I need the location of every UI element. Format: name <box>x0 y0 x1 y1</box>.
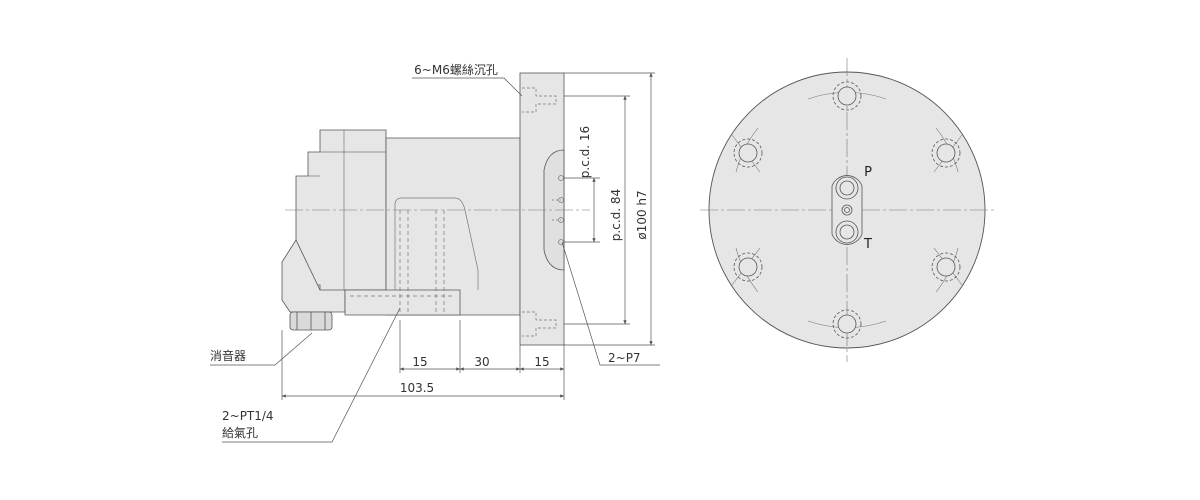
label-air-inlet-line2: 給氣孔 <box>222 426 258 440</box>
label-pin-holes: 2~P7 <box>608 351 641 365</box>
bolt-holes <box>733 81 961 339</box>
inlet-block <box>344 289 461 316</box>
port-t-label: T <box>863 237 872 252</box>
leader-air-inlet <box>222 307 401 443</box>
port-p-label: P <box>864 165 872 180</box>
bolt-hole-lower-left <box>733 252 763 282</box>
bolt-hole-upper-left <box>733 138 763 168</box>
leader-lines <box>210 77 660 443</box>
dim-diameter-100: ø100 h7 <box>635 190 649 239</box>
dim-pcd-16: p.c.d. 16 <box>578 126 592 178</box>
bolt-hole-bottom <box>832 309 862 339</box>
port-assembly <box>831 175 863 245</box>
dim-15-a: 15 <box>412 355 427 369</box>
label-air-inlet-line1: 2~PT1/4 <box>222 409 274 423</box>
bolt-hole-lower-right <box>931 252 961 282</box>
dim-30: 30 <box>474 355 489 369</box>
dim-15-b: 15 <box>534 355 549 369</box>
side-dimension-lines <box>281 72 655 400</box>
leader-pin-holes <box>561 241 660 366</box>
leader-muffler <box>210 332 313 366</box>
dim-total-length: 103.5 <box>400 381 434 395</box>
bolt-hole-top <box>832 81 862 111</box>
label-muffler: 消音器 <box>210 348 246 363</box>
bolt-hole-upper-right <box>931 138 961 168</box>
main-body <box>385 137 521 316</box>
side-view <box>281 72 565 346</box>
label-counterbore-holes: 6~M6螺絲沉孔 <box>414 62 498 77</box>
leader-counterbore <box>412 77 523 97</box>
dim-pcd-84: p.c.d. 84 <box>609 189 623 241</box>
